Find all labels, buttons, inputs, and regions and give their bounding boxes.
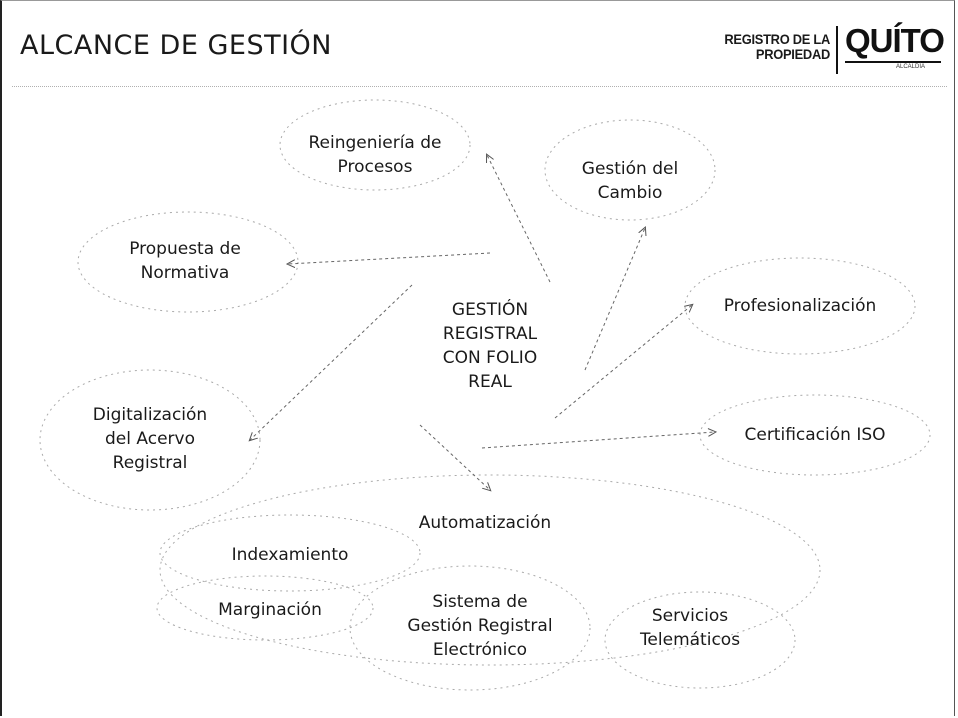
node-center: GESTIÓN REGISTRAL CON FOLIO REAL: [442, 300, 538, 392]
arrow-to-propuesta: [288, 252, 491, 264]
bubble-indexamiento: [159, 514, 421, 592]
logo-subtext: ALCALDÍA: [896, 64, 926, 70]
bubble-reingenieria: [279, 99, 471, 191]
bubble-servicios: [604, 591, 796, 689]
arrow-to-gestion-cambio: [584, 228, 645, 371]
logo-divider: [836, 26, 838, 74]
logo-registro-text: REGISTRO DE LA PROPIEDAD: [716, 32, 830, 62]
arrow-to-reingenieria: [487, 155, 551, 283]
node-profesionalizacion: Profesionalización: [723, 296, 877, 316]
node-indexamiento: Indexamiento: [231, 545, 349, 565]
node-propuesta: Propuesta de Normativa: [129, 239, 241, 283]
arrow-to-digitalizacion: [250, 284, 413, 440]
node-servicios: Servicios Telemáticos: [639, 606, 741, 650]
node-certificacion: Certificación ISO: [744, 425, 886, 445]
node-sistema: Sistema de Gestión Registral Electrónico: [407, 592, 553, 660]
bubble-digitalizacion: [39, 369, 261, 511]
logo-quito: QUÍTO: [845, 22, 945, 59]
bubble-certificacion: [699, 394, 931, 476]
node-digitalizacion: Digitalización del Acervo Registral: [92, 405, 208, 473]
node-reingenieria: Reingeniería de Procesos: [308, 133, 442, 177]
header-separator: [12, 86, 947, 87]
bubble-automatizacion: [159, 474, 821, 666]
bubble-gestion-cambio: [544, 119, 716, 221]
logo-underline: [845, 61, 941, 63]
bubble-profesionalizacion: [684, 257, 916, 355]
logo-line-2: PROPIEDAD: [755, 46, 830, 62]
logo-line-1: REGISTRO DE LA: [724, 31, 830, 47]
arrow-to-automatizacion: [419, 424, 490, 490]
bubble-propuesta: [77, 211, 299, 313]
bubble-marginacion: [156, 575, 374, 641]
node-automatizacion: Automatización: [418, 513, 552, 533]
bubble-sistema: [349, 565, 591, 691]
node-marginacion: Marginación: [218, 600, 322, 620]
node-gestion-cambio: Gestión del Cambio: [581, 159, 679, 203]
page-title: ALCANCE DE GESTIÓN: [20, 30, 332, 61]
arrow-to-profesionalizacion: [554, 305, 692, 419]
arrow-to-certificacion: [481, 432, 715, 449]
